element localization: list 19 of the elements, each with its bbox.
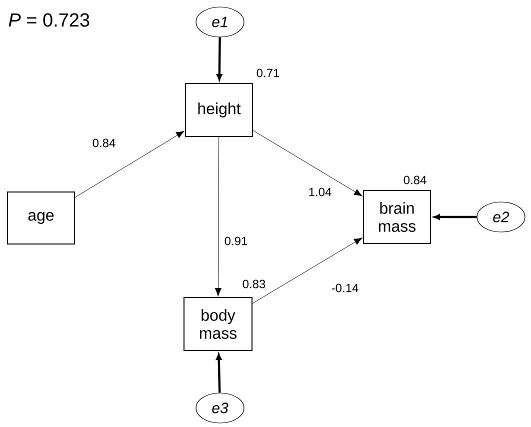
variable-box: body mass <box>184 297 252 351</box>
edge-label: 1.04 <box>307 186 333 198</box>
arrow <box>252 130 362 196</box>
title: P = 0.723 <box>8 13 90 27</box>
arrow <box>252 238 362 304</box>
variable-box: brain mass <box>363 190 431 244</box>
r-squared-label: 0.84 <box>404 176 426 184</box>
edge-label: 0.84 <box>91 138 117 148</box>
edge-label: -0.14 <box>330 282 360 294</box>
arrow <box>74 130 184 198</box>
arrow <box>216 37 222 80</box>
edge-label: 0.91 <box>223 236 249 246</box>
r-squared-label: 0.83 <box>242 280 266 288</box>
variable-box: height <box>185 83 253 137</box>
r-squared-label: 0.71 <box>256 68 280 78</box>
arrow <box>214 136 222 296</box>
arrow <box>434 214 477 220</box>
arrow <box>216 354 222 393</box>
variable-box: age <box>7 192 75 244</box>
